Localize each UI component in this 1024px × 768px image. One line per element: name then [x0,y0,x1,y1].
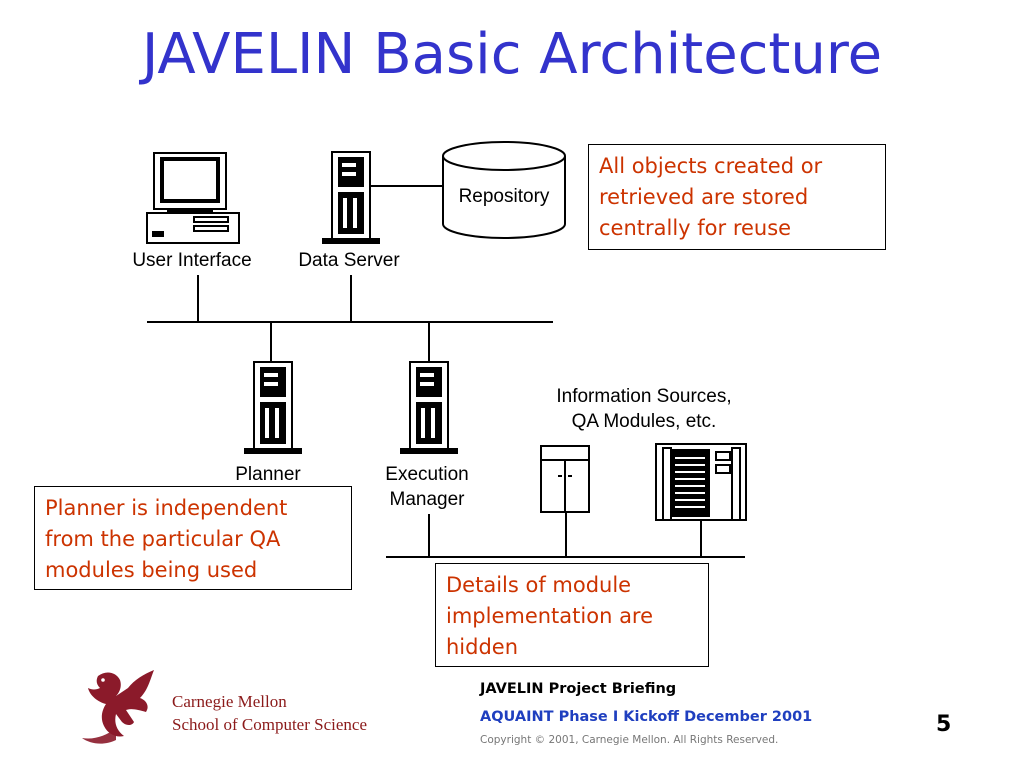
callout-line: All objects created or [599,151,875,182]
callout-line: Details of module [446,570,698,601]
callout-line: hidden [446,632,698,663]
server-rack-icon [656,444,746,520]
server-tower-icon [244,362,302,454]
module-callout: Details of module implementation are hid… [435,563,709,667]
callout-line: from the particular QA [45,524,341,555]
execution-manager-label-line2: Manager [390,489,466,510]
desktop-computer-icon [147,153,239,243]
repository-label: Repository [459,186,550,207]
callout-line: modules being used [45,555,341,586]
org-name-line1: Carnegie Mellon [172,690,367,713]
repository-callout: All objects created or retrieved are sto… [588,144,886,250]
griffin-logo-icon [76,666,160,748]
callout-line: centrally for reuse [599,213,875,244]
server-tower-icon [400,362,458,454]
info-sources-label-line1: Information Sources, [556,386,731,407]
info-sources-label-line2: QA Modules, etc. [572,411,717,432]
footer-briefing: JAVELIN Project Briefing AQUAINT Phase I… [480,680,812,749]
server-tower-icon [322,152,380,244]
callout-line: implementation are [446,601,698,632]
copyright-notice: Copyright © 2001, Carnegie Mellon. All R… [480,731,812,749]
briefing-title: JAVELIN Project Briefing [480,680,812,699]
user-interface-label: User Interface [132,250,251,271]
planner-label: Planner [235,464,301,485]
server-cabinet-icon [541,446,589,512]
callout-line: Planner is independent [45,493,341,524]
execution-manager-label-line1: Execution [385,464,468,485]
briefing-event: AQUAINT Phase I Kickoff December 2001 [480,705,812,729]
planner-callout: Planner is independent from the particul… [34,486,352,590]
page-number: 5 [936,712,951,737]
data-server-label: Data Server [298,250,400,271]
org-name-line2: School of Computer Science [172,713,367,736]
callout-line: retrieved are stored [599,182,875,213]
footer-org: Carnegie Mellon School of Computer Scien… [172,690,367,736]
